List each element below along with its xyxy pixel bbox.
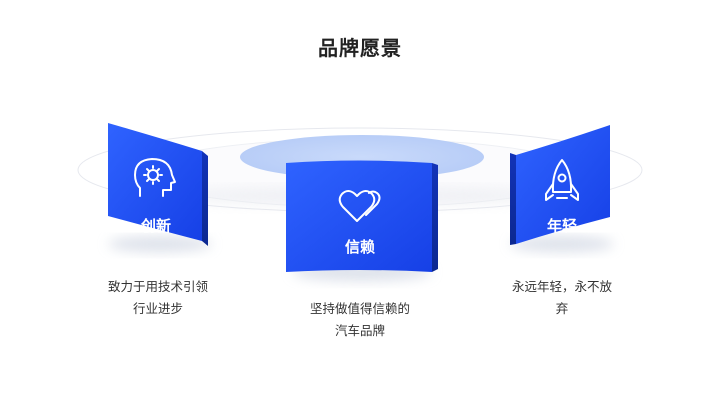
pillar-label: 年轻 xyxy=(547,217,577,235)
description-line: 坚持做值得信赖的 xyxy=(309,301,410,316)
description-line: 行业进步 xyxy=(132,301,183,316)
double-heart-icon xyxy=(338,190,381,222)
description-line: 致力于用技术引领 xyxy=(107,279,208,294)
card-right-face xyxy=(516,125,610,244)
card-left-face xyxy=(108,123,202,241)
card-right-edge xyxy=(510,153,516,245)
card-center-face xyxy=(286,160,432,272)
page-title: 品牌愿景 xyxy=(318,36,402,60)
rocket-icon xyxy=(545,159,579,201)
description-line: 弃 xyxy=(555,301,569,316)
innovation-head-gear-icon xyxy=(134,158,176,197)
pillar-label: 创新 xyxy=(140,217,171,235)
description-line: 永远年轻，永不放 xyxy=(511,279,612,294)
pillar-description-innovation: 致力于用技术引领 行业进步 xyxy=(88,276,228,320)
pillar-label: 信赖 xyxy=(345,238,375,256)
card-left-edge xyxy=(202,151,208,246)
card-center-edge xyxy=(432,163,438,272)
description-line: 汽车品牌 xyxy=(334,323,385,338)
pillar-card-innovation: 创新 xyxy=(108,123,208,246)
pillar-card-youth: 年轻 xyxy=(510,125,610,245)
card-left-shadow xyxy=(108,236,212,252)
card-right-shadow xyxy=(510,236,614,252)
pillar-description-trust: 坚持做值得信赖的 汽车品牌 xyxy=(290,298,430,342)
pillar-card-trust: 信赖 xyxy=(286,160,438,272)
pillar-description-youth: 永远年轻，永不放 弃 xyxy=(492,276,632,320)
